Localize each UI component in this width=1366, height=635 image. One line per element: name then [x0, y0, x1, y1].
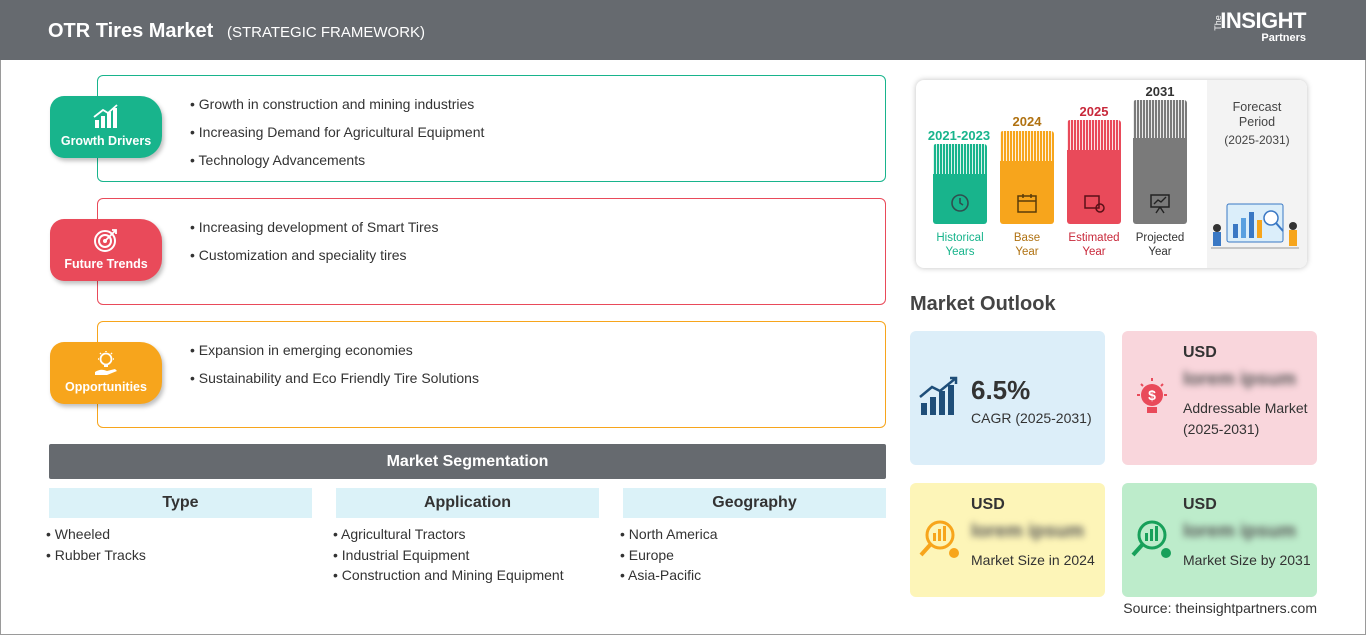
growth-chart-icon	[93, 104, 118, 128]
year-projected: 2031	[1145, 84, 1175, 99]
growth-chart-icon	[919, 376, 958, 415]
year-historical: 2021-2023	[927, 128, 991, 143]
list-item: Increasing Demand for Agricultural Equip…	[190, 118, 485, 146]
bar-base	[1000, 131, 1054, 224]
label-estimated-line1: Estimated	[1068, 232, 1120, 244]
addressable-value: lorem ipsum	[1183, 369, 1296, 390]
presentation-board-icon	[1150, 194, 1170, 214]
growth-drivers-badge: Growth Drivers	[50, 96, 162, 158]
market-size-2031-card: USD lorem ipsum Market Size by 2031	[1122, 483, 1317, 597]
lightbulb-hand-icon	[95, 351, 117, 375]
growth-drivers-list: Growth in construction and mining indust…	[190, 90, 485, 174]
estimate-gears-icon	[1084, 195, 1105, 213]
analytics-people-illustration	[1211, 203, 1299, 249]
list-item: Wheeled	[46, 524, 146, 545]
opportunities-badge: Opportunities	[50, 342, 162, 404]
opportunities-list: Expansion in emerging economies Sustaina…	[190, 336, 479, 392]
bar-estimated	[1067, 120, 1121, 224]
year-base: 2024	[1012, 114, 1042, 129]
segment-list-geography: North America Europe Asia-Pacific	[620, 524, 718, 586]
list-item: Expansion in emerging economies	[190, 336, 479, 364]
list-item: Increasing development of Smart Tires	[190, 213, 439, 241]
list-item: Customization and speciality tires	[190, 241, 438, 269]
size2031-value: lorem ipsum	[1183, 521, 1296, 542]
label-historical-line1: Historical	[936, 232, 984, 244]
bar-projected	[1133, 100, 1187, 224]
opportunities-label: Opportunities	[65, 380, 147, 394]
page-subtitle: (STRATEGIC FRAMEWORK)	[227, 24, 426, 41]
magnifier-chart-icon	[1131, 520, 1171, 558]
source-credit: Source: theinsightpartners.com	[1123, 600, 1317, 616]
opportunities-box: Expansion in emerging economies Sustaina…	[97, 321, 886, 428]
cagr-card: 6.5% CAGR (2025-2031)	[910, 331, 1105, 465]
future-trends-badge: Future Trends	[50, 219, 162, 281]
addressable-market-card: $ USD lorem ipsum Addressable Market (20…	[1122, 331, 1317, 465]
list-item: Construction and Mining Equipment	[333, 565, 564, 586]
history-clock-icon	[951, 194, 969, 212]
magnifier-chart-icon	[919, 520, 959, 558]
page-title: OTR Tires Market	[48, 20, 214, 42]
segment-head-type: Type	[49, 488, 312, 518]
addressable-currency: USD	[1183, 344, 1217, 361]
label-projected-line2: Year	[1148, 246, 1172, 258]
list-item: Europe	[620, 545, 718, 566]
label-historical-line2: Years	[945, 246, 975, 258]
list-item: Asia-Pacific	[620, 565, 718, 586]
size2031-label: Market Size by 2031	[1183, 552, 1311, 568]
segment-head-geography: Geography	[623, 488, 886, 518]
logo-sub-text: Partners	[1261, 32, 1306, 44]
cagr-label: CAGR (2025-2031)	[971, 410, 1092, 426]
segment-list-type: Wheeled Rubber Tracks	[46, 524, 146, 565]
segment-head-application: Application	[336, 488, 599, 518]
market-size-2024-card: USD lorem ipsum Market Size in 2024	[910, 483, 1105, 597]
list-item: Agricultural Tractors	[333, 524, 564, 545]
label-base: Base Year	[1000, 231, 1054, 259]
list-item: Growth in construction and mining indust…	[190, 90, 484, 118]
logo-the-text: The	[1213, 15, 1224, 31]
cagr-value: 6.5%	[971, 375, 1031, 405]
label-base-line1: Base	[1013, 232, 1041, 244]
growth-drivers-box: Growth in construction and mining indust…	[97, 75, 886, 182]
list-item: North America	[620, 524, 718, 545]
size2024-currency: USD	[971, 496, 1005, 513]
logo-main-text: INSIGHT	[1220, 8, 1306, 33]
bar-historical	[933, 144, 987, 224]
forecast-title: Forecast Period	[1207, 100, 1307, 130]
list-item: Technology Advancements	[190, 146, 484, 174]
list-item: Sustainability and Eco Friendly Tire Sol…	[190, 364, 479, 392]
insight-partners-logo: The INSIGHT Partners	[1213, 8, 1306, 45]
size2024-value: lorem ipsum	[971, 521, 1084, 542]
dollar-bulb-icon: $	[1137, 378, 1167, 413]
size2024-label: Market Size in 2024	[971, 552, 1095, 568]
addressable-label: Addressable Market (2025-2031)	[1183, 400, 1308, 437]
label-estimated-line2: Year	[1082, 246, 1106, 258]
calendar-icon	[1017, 194, 1037, 213]
timeline-panel: 2021-2023 Historical Years 2024 Base Yea…	[916, 80, 1307, 268]
growth-drivers-label: Growth Drivers	[60, 134, 152, 148]
segment-list-application: Agricultural Tractors Industrial Equipme…	[333, 524, 564, 586]
year-estimated: 2025	[1079, 104, 1109, 119]
forecast-title-text: Forecast Period	[1232, 100, 1282, 129]
market-outlook-title: Market Outlook	[910, 293, 1056, 315]
label-historical: Historical Years	[924, 231, 996, 259]
label-projected: Projected Year	[1127, 231, 1193, 259]
list-item: Rubber Tracks	[46, 545, 146, 566]
size2031-currency: USD	[1183, 496, 1217, 513]
future-trends-box: Increasing development of Smart Tires Cu…	[97, 198, 886, 305]
label-base-line2: Year	[1015, 246, 1039, 258]
future-trends-label: Future Trends	[64, 257, 148, 271]
list-item: Industrial Equipment	[333, 545, 564, 566]
segmentation-title: Market Segmentation	[49, 444, 886, 479]
target-icon	[94, 229, 117, 252]
label-estimated: Estimated Year	[1061, 231, 1127, 259]
future-trends-list: Increasing development of Smart Tires Cu…	[190, 213, 439, 269]
svg-text:$: $	[1148, 387, 1156, 403]
header-bar: OTR Tires Market (STRATEGIC FRAMEWORK) T…	[0, 0, 1366, 60]
forecast-years: (2025-2031)	[1224, 133, 1290, 147]
label-projected-line1: Projected	[1135, 232, 1185, 244]
